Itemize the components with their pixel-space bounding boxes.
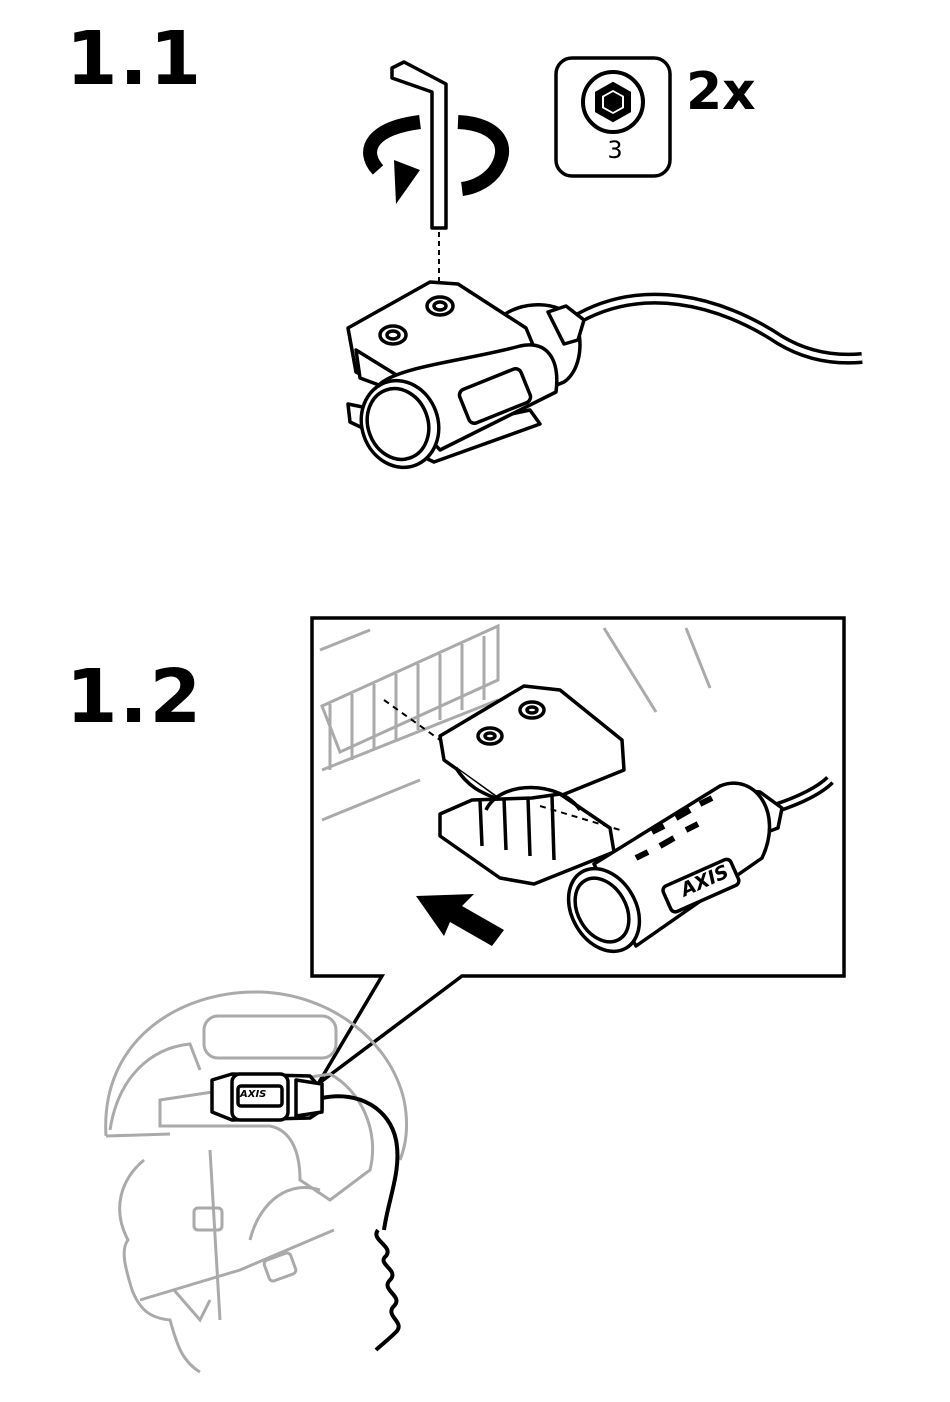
hex-key-icon bbox=[556, 58, 670, 176]
axis-logo-text-small: AXIS bbox=[240, 1090, 266, 1100]
helmet-camera-mounted bbox=[212, 1074, 399, 1350]
camera-mount-assembled bbox=[348, 282, 862, 478]
